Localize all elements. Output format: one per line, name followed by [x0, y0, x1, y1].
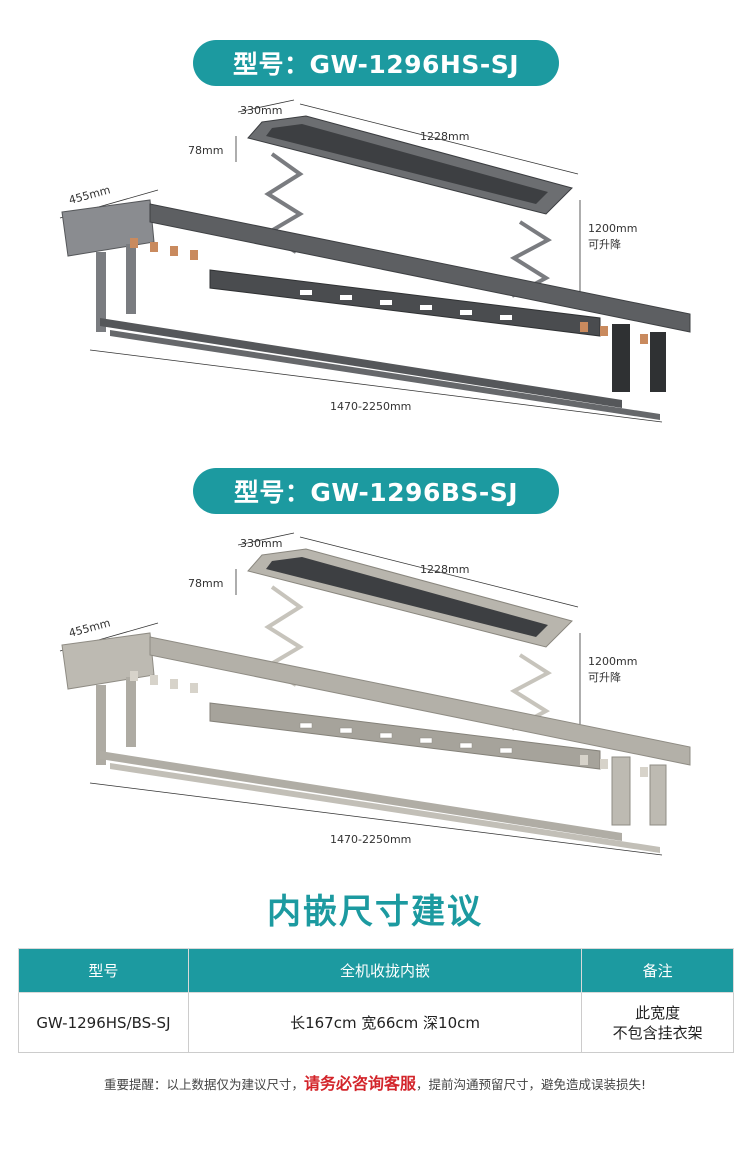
dim-length-top: 1228mm: [420, 563, 469, 576]
note-line-2: 不包含挂衣架: [612, 1023, 703, 1042]
important-reminder: 重要提醒：以上数据仅为建议尺寸，请务必咨询客服，提前沟通预留尺寸，避免造成误装损…: [0, 1070, 750, 1094]
model-label-bs: 型号：GW-1296BS-SJ: [193, 468, 559, 514]
cell-note: 此宽度 不包含挂衣架: [581, 992, 734, 1053]
dim-side-width: 455mm: [67, 616, 111, 640]
reminder-suffix: ，提前沟通预留尺寸，避免造成误装损失!: [416, 1077, 647, 1092]
embed-size-table: 型号 全机收拢内嵌 备注 GW-1296HS/BS-SJ 长167cm 宽66c…: [18, 948, 734, 1053]
header-note: 备注: [581, 948, 734, 993]
model-label-hs: 型号：GW-1296HS-SJ: [193, 40, 559, 86]
clothes-rack-light-illustration: 330mm 1228mm 78mm 455mm 1200mm 可升降 1470-…: [59, 532, 691, 856]
dim-side-width: 455mm: [67, 183, 111, 207]
dim-lift-note: 可升降: [588, 237, 621, 251]
dim-total-length: 1470-2250mm: [330, 400, 411, 413]
product-diagram-hs: 330mm 1228mm 78mm 455mm 1200mm 可升降 1470-…: [0, 92, 750, 442]
dim-width-top: 330mm: [240, 537, 282, 550]
dim-length-top: 1228mm: [420, 130, 469, 143]
cell-size: 长167cm 宽66cm 深10cm: [187, 992, 583, 1053]
dim-height-top: 78mm: [188, 577, 223, 590]
header-model: 型号: [18, 948, 189, 993]
dim-width-top: 330mm: [240, 104, 282, 117]
reminder-prefix: 重要提醒：以上数据仅为建议尺寸，: [103, 1077, 304, 1092]
cell-model: GW-1296HS/BS-SJ: [18, 992, 189, 1053]
dim-height-top: 78mm: [188, 144, 223, 157]
dim-total-length: 1470-2250mm: [330, 833, 411, 846]
dim-lift-range: 1200mm: [588, 222, 637, 235]
header-size: 全机收拢内嵌: [187, 948, 583, 993]
table-header-row: 型号 全机收拢内嵌 备注: [18, 948, 734, 993]
table-row: GW-1296HS/BS-SJ 长167cm 宽66cm 深10cm 此宽度 不…: [18, 992, 734, 1053]
clothes-rack-dark-illustration: 330mm 1228mm 78mm 455mm 1200mm 可升降 1470-…: [59, 99, 691, 423]
product-diagram-bs: 330mm 1228mm 78mm 455mm 1200mm 可升降 1470-…: [0, 525, 750, 875]
dim-lift-range: 1200mm: [588, 655, 637, 668]
note-line-1: 此宽度: [635, 1003, 681, 1022]
dim-lift-note: 可升降: [588, 670, 621, 684]
embed-size-title: 内嵌尺寸建议: [267, 892, 483, 932]
reminder-highlight: 请务必咨询客服: [303, 1074, 416, 1093]
